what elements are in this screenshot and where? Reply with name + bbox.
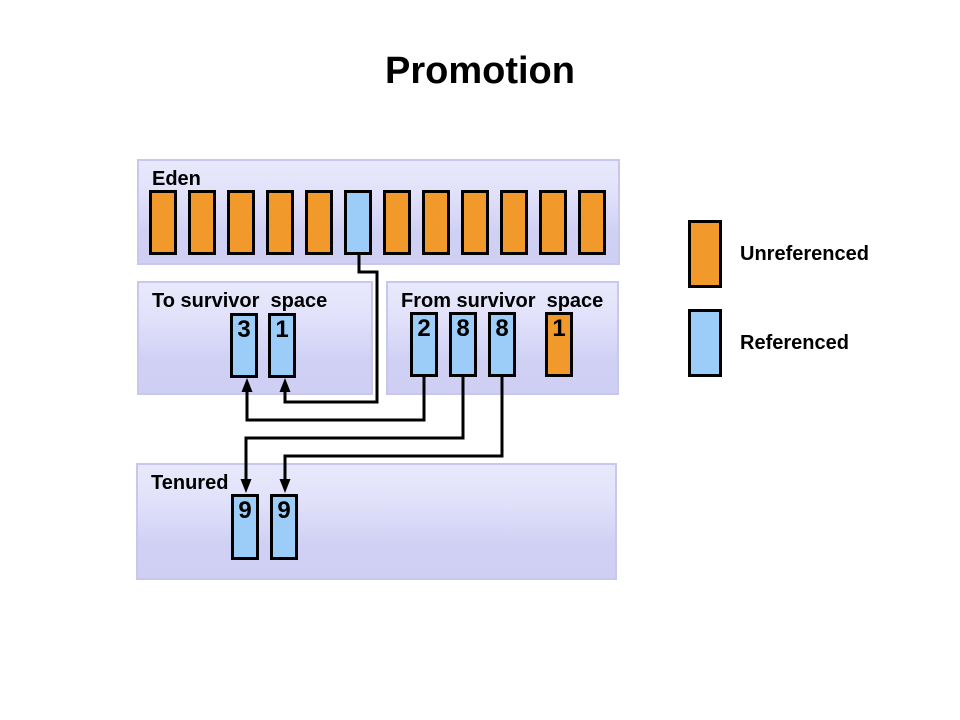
eden-cell-12 (578, 190, 606, 255)
eden-cell-2 (188, 190, 216, 255)
legend-swatch-referenced (688, 309, 722, 377)
eden-cell-3 (227, 190, 255, 255)
cell-value: 8 (456, 315, 470, 342)
panel-eden: Eden (137, 159, 620, 265)
eden-label: Eden (152, 168, 201, 190)
cell-value: 8 (495, 315, 509, 342)
cell-value: 3 (237, 316, 251, 343)
tenured-cell-2: 9 (270, 494, 298, 560)
eden-cell-10 (500, 190, 528, 255)
panel-from-survivor-space: From survivor space 2 8 8 1 (386, 281, 619, 395)
eden-cell-4 (266, 190, 294, 255)
cell-value: 9 (277, 497, 291, 524)
eden-cell-9 (461, 190, 489, 255)
eden-cells-row (149, 190, 606, 255)
cell-value: 9 (238, 497, 252, 524)
from-survivor-cell-1: 2 (410, 312, 438, 377)
panel-to-survivor-space: To survivor space 3 1 (137, 281, 373, 395)
from-survivor-cells-row: 2 8 8 1 (410, 312, 573, 377)
to-survivor-cell-1: 3 (230, 313, 258, 378)
from-survivor-cell-2: 8 (449, 312, 477, 377)
eden-cell-11 (539, 190, 567, 255)
from-survivor-label: From survivor space (401, 290, 604, 312)
tenured-label: Tenured (151, 472, 229, 494)
panel-tenured: Tenured 9 9 (136, 463, 617, 580)
to-survivor-label: To survivor space (152, 290, 328, 312)
legend-item-unreferenced: Unreferenced (688, 220, 869, 288)
tenured-cells-row: 9 9 (231, 494, 298, 560)
cell-value: 1 (552, 315, 566, 342)
eden-cell-1 (149, 190, 177, 255)
legend-label-unreferenced: Unreferenced (740, 242, 869, 265)
to-survivor-cell-2: 1 (268, 313, 296, 378)
to-survivor-cells-row: 3 1 (230, 313, 296, 378)
cell-value: 2 (417, 315, 431, 342)
cell-value: 1 (275, 316, 289, 343)
legend-item-referenced: Referenced (688, 309, 849, 377)
eden-cell-5 (305, 190, 333, 255)
slide-title: Promotion (385, 50, 575, 92)
from-survivor-cell-3: 8 (488, 312, 516, 377)
from-survivor-cell-4: 1 (545, 312, 573, 377)
legend-swatch-unreferenced (688, 220, 722, 288)
eden-cell-6 (344, 190, 372, 255)
legend-label-referenced: Referenced (740, 331, 849, 354)
tenured-cell-1: 9 (231, 494, 259, 560)
eden-cell-8 (422, 190, 450, 255)
eden-cell-7 (383, 190, 411, 255)
